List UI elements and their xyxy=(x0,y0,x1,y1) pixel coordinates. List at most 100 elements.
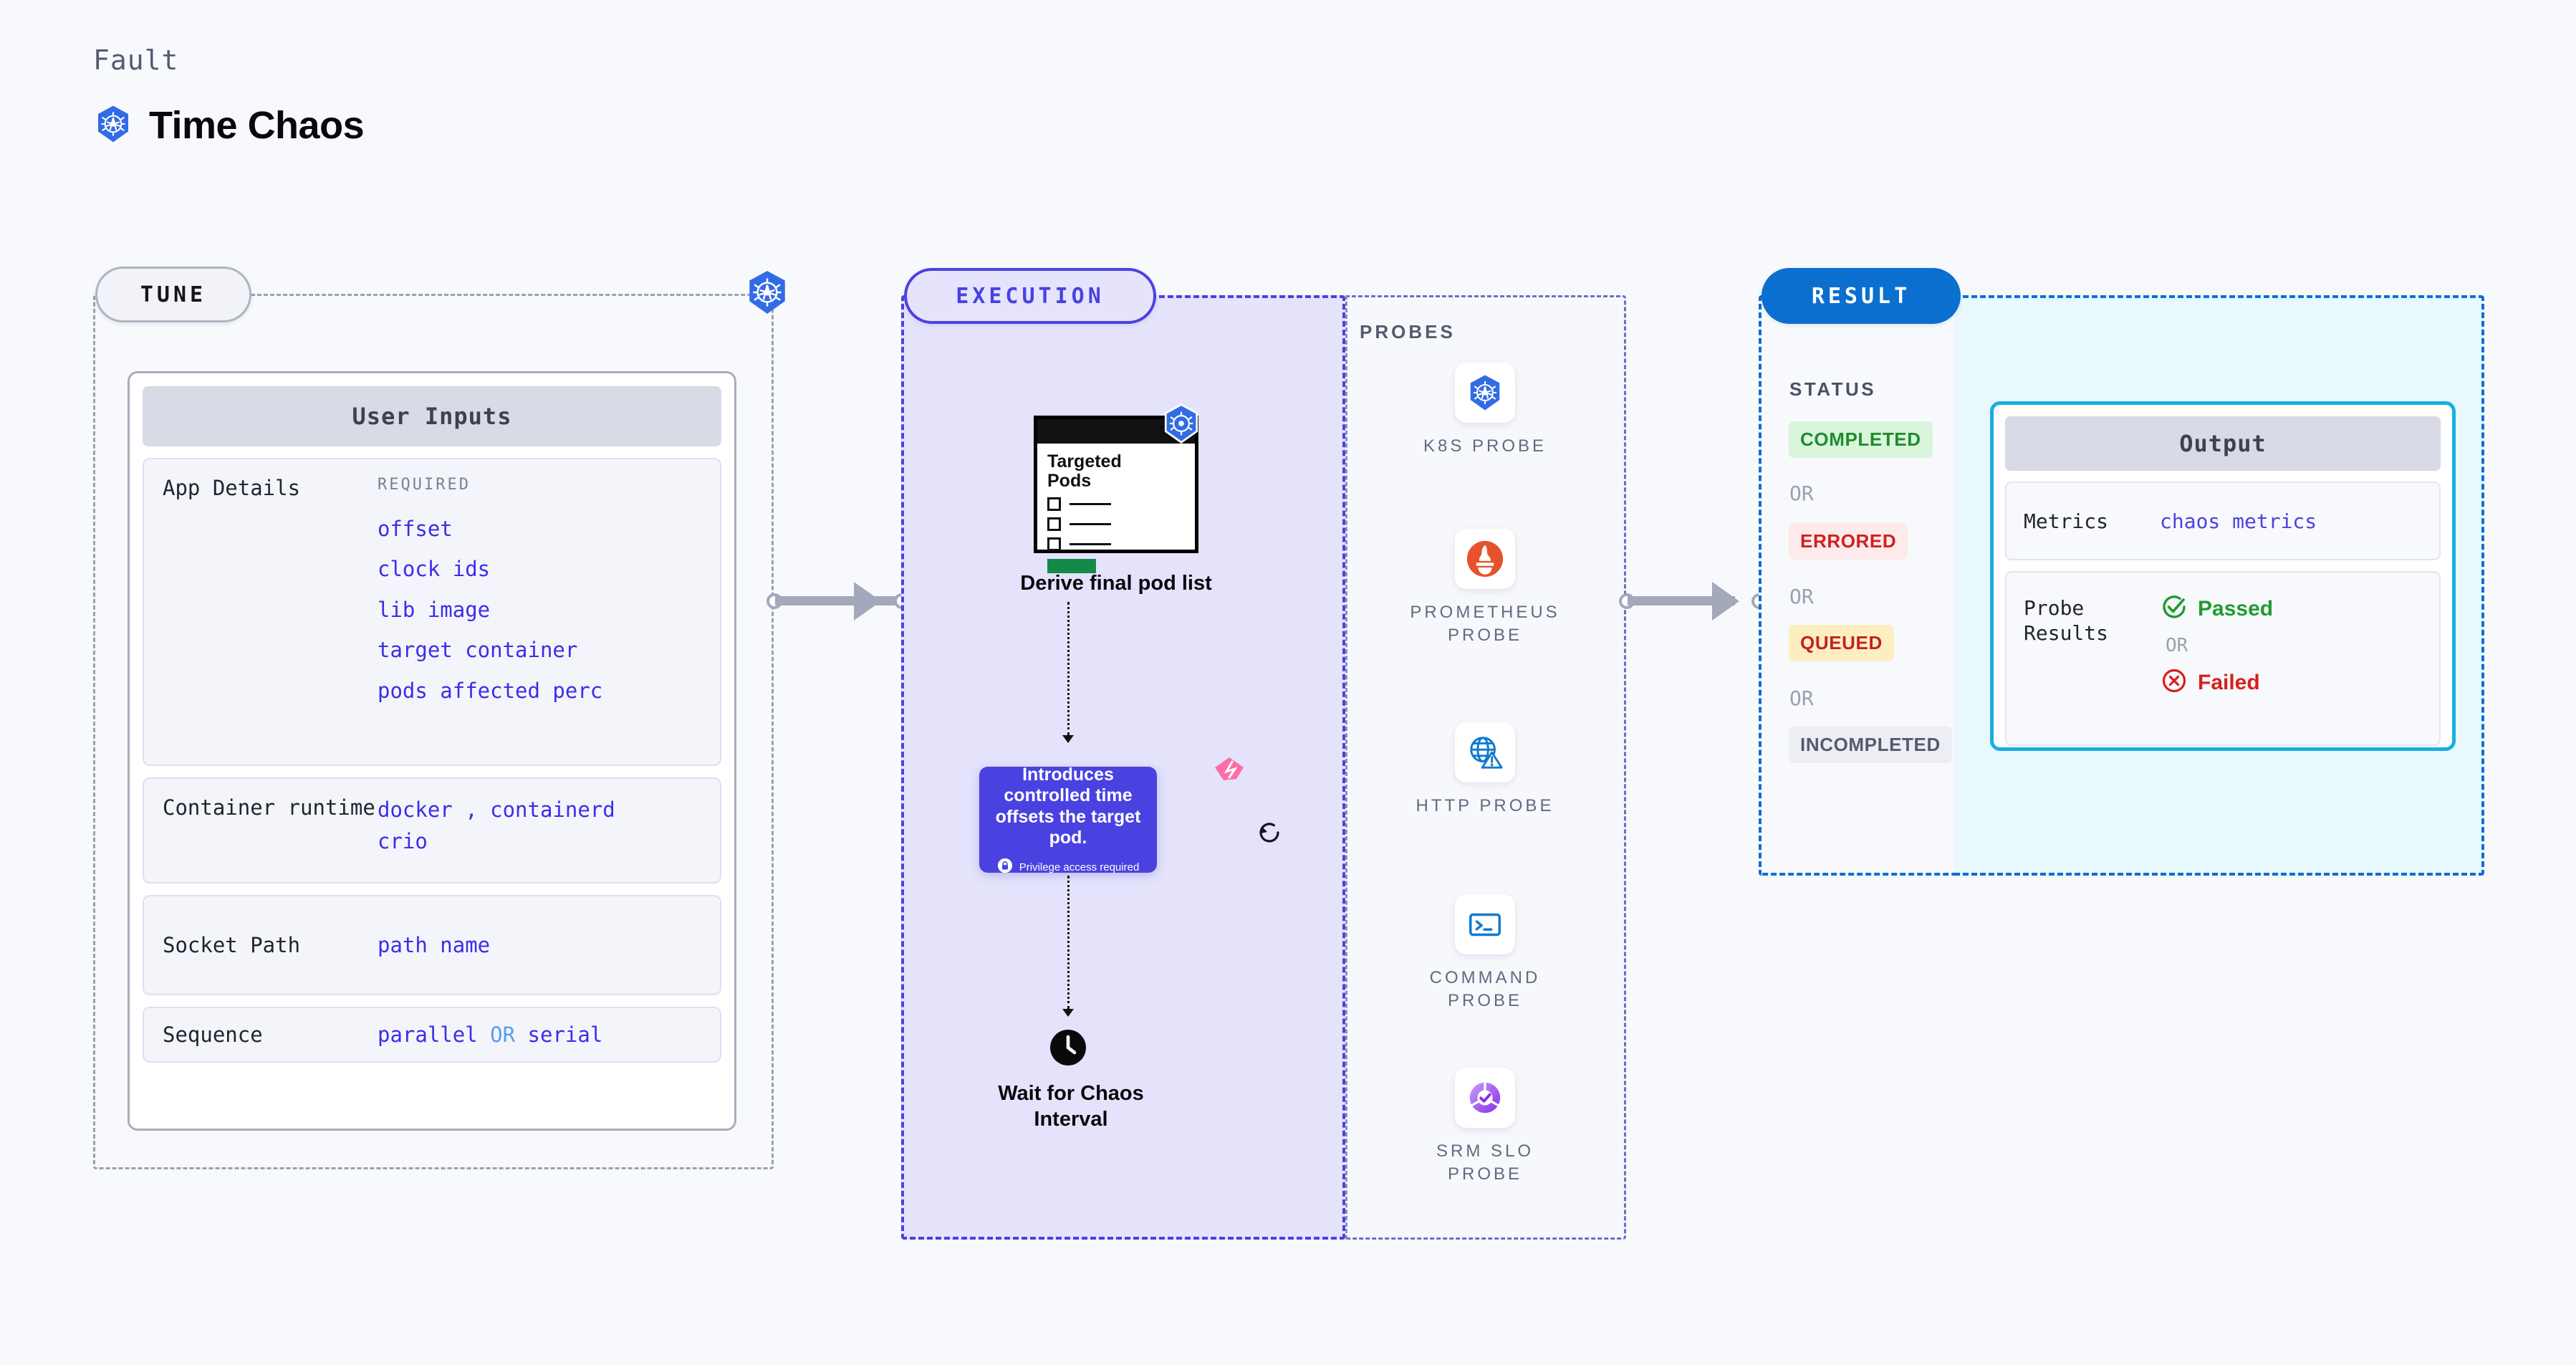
probe-item-command[interactable]: COMMAND PROBE xyxy=(1395,894,1575,1012)
output-probe-results-row: Probe Results Passed OR xyxy=(2005,571,2441,746)
kubernetes-icon xyxy=(93,104,133,148)
result-region xyxy=(1759,295,1959,876)
probe-label: HTTP PROBE xyxy=(1416,796,1554,815)
fault-kicker: Fault xyxy=(93,44,179,76)
pod-list-item xyxy=(1047,537,1185,551)
checkbox-icon xyxy=(1047,537,1061,551)
field-value-item: offset xyxy=(378,516,453,541)
privilege-text: Privilege access required xyxy=(1019,861,1140,873)
probe-label: K8S PROBE xyxy=(1423,436,1547,456)
execution-stage-pill[interactable]: EXECUTION xyxy=(904,268,1156,324)
wait-for-chaos-interval-label: Wait for Chaos Interval xyxy=(967,1081,1175,1133)
status-or-label: OR xyxy=(1789,482,1814,505)
probes-title: PROBES xyxy=(1360,321,1456,343)
metrics-label: Metrics xyxy=(2024,509,2109,533)
prometheus-icon xyxy=(1455,529,1515,589)
passed-label: Passed xyxy=(2198,596,2274,621)
required-tag: REQUIRED xyxy=(378,476,471,494)
targeted-pods-title: Targeted Pods xyxy=(1047,452,1185,491)
status-or-label: OR xyxy=(1789,686,1814,710)
status-badge-queued: QUEUED xyxy=(1789,625,1894,661)
checkbox-icon xyxy=(1047,517,1061,531)
flow-connector xyxy=(1067,876,1070,1009)
probe-item-http[interactable]: HTTP PROBE xyxy=(1395,722,1575,818)
title-line-2: Pods xyxy=(1047,471,1092,491)
pod-list-item xyxy=(1047,497,1185,511)
field-value-item: lib image xyxy=(378,597,491,622)
clock-icon xyxy=(1049,1029,1087,1066)
probe-results-label: Probe Results xyxy=(2024,596,2109,645)
derive-final-pod-list-label: Derive final pod list xyxy=(1020,572,1212,595)
flow-arrow-icon xyxy=(1062,1009,1074,1017)
field-label: App Details xyxy=(163,476,301,500)
field-value-or: OR xyxy=(490,1022,516,1047)
field-app-details: App Details REQUIRED offset clock ids li… xyxy=(143,458,721,766)
refresh-icon[interactable] xyxy=(1254,817,1285,848)
failed-label: Failed xyxy=(2198,670,2260,694)
field-label: Socket Path xyxy=(163,932,301,957)
pod-list-item xyxy=(1047,517,1185,531)
flow-connector xyxy=(1067,602,1070,735)
placeholder-line xyxy=(1070,503,1111,505)
probe-item-srm-slo[interactable]: SRM SLO PROBE xyxy=(1395,1068,1575,1185)
privilege-notice: Privilege access required xyxy=(997,858,1140,877)
placeholder-line xyxy=(1070,543,1111,545)
probe-result-failed: Failed xyxy=(2160,666,2273,699)
field-value-item: docker , containerd xyxy=(378,798,615,822)
output-card: Output Metrics chaos metrics Probe Resul… xyxy=(1990,401,2456,751)
status-badge-errored: ERRORED xyxy=(1789,523,1908,560)
probe-results-values: Passed OR Failed xyxy=(2160,587,2273,730)
kubernetes-icon xyxy=(1455,363,1515,423)
field-sequence: Sequence parallel OR serial xyxy=(143,1007,721,1063)
metrics-value: chaos metrics xyxy=(2160,509,2317,533)
user-inputs-title: User Inputs xyxy=(143,386,721,446)
probe-label: SRM SLO PROBE xyxy=(1436,1141,1534,1184)
flow-arrow-icon xyxy=(1062,735,1074,743)
output-metrics-row: Metrics chaos metrics xyxy=(2005,482,2441,560)
label-line-2: Interval xyxy=(1034,1108,1108,1131)
tune-stage-pill[interactable]: TUNE xyxy=(95,267,251,322)
field-values: docker , containerd crio xyxy=(378,795,615,866)
result-stage-pill[interactable]: RESULT xyxy=(1762,268,1961,324)
probes-divider xyxy=(1345,295,1347,1240)
callout-text: Introduces controlled time offsets the t… xyxy=(995,764,1141,848)
terminal-icon xyxy=(1455,894,1515,954)
placeholder-line xyxy=(1070,523,1111,525)
status-title: STATUS xyxy=(1789,378,1877,400)
user-inputs-card: User Inputs App Details REQUIRED offset … xyxy=(128,371,736,1131)
probe-result-passed: Passed xyxy=(2160,593,2273,625)
title-line-1: Targeted xyxy=(1047,451,1122,471)
page-title: Time Chaos xyxy=(149,104,365,147)
status-bar xyxy=(1047,559,1096,573)
kubernetes-icon xyxy=(1160,403,1202,444)
checkbox-icon xyxy=(1047,497,1061,511)
x-circle-icon xyxy=(2160,666,2188,699)
status-or-label: OR xyxy=(1789,585,1814,608)
field-value-item: clock ids xyxy=(378,557,491,582)
status-badge-incompleted: INCOMPLETED xyxy=(1789,727,1952,763)
probe-label: PROMETHEUS PROBE xyxy=(1410,603,1560,645)
probe-item-prometheus[interactable]: PROMETHEUS PROBE xyxy=(1395,529,1575,646)
globe-warning-icon xyxy=(1455,722,1515,782)
field-container-runtime: Container runtime docker , containerd cr… xyxy=(143,777,721,883)
field-socket-path: Socket Path path name xyxy=(143,895,721,995)
field-value-a: parallel xyxy=(378,1022,478,1047)
field-values: REQUIRED offset clock ids lib image targ… xyxy=(378,475,602,749)
probe-item-k8s[interactable]: K8S PROBE xyxy=(1395,363,1575,458)
field-value-item: target container xyxy=(378,638,578,663)
label-line-1: Wait for Chaos xyxy=(998,1082,1144,1105)
probe-label: COMMAND PROBE xyxy=(1429,968,1541,1010)
field-label: Sequence xyxy=(163,1022,263,1047)
field-label: Container runtime xyxy=(163,795,375,820)
fault-description-callout: Introduces controlled time offsets the t… xyxy=(979,764,1157,873)
tune-region xyxy=(93,294,774,1169)
field-value-b: serial xyxy=(527,1022,603,1047)
kubernetes-icon xyxy=(744,269,791,316)
probe-result-or: OR xyxy=(2166,635,2188,656)
output-card-title: Output xyxy=(2005,416,2441,471)
page-header: Fault Time Chaos xyxy=(93,44,365,148)
lock-icon xyxy=(997,858,1013,877)
field-values: parallel OR serial xyxy=(378,1022,602,1048)
status-badge-completed: COMPLETED xyxy=(1789,421,1933,458)
ribbon-icon xyxy=(1211,755,1248,792)
